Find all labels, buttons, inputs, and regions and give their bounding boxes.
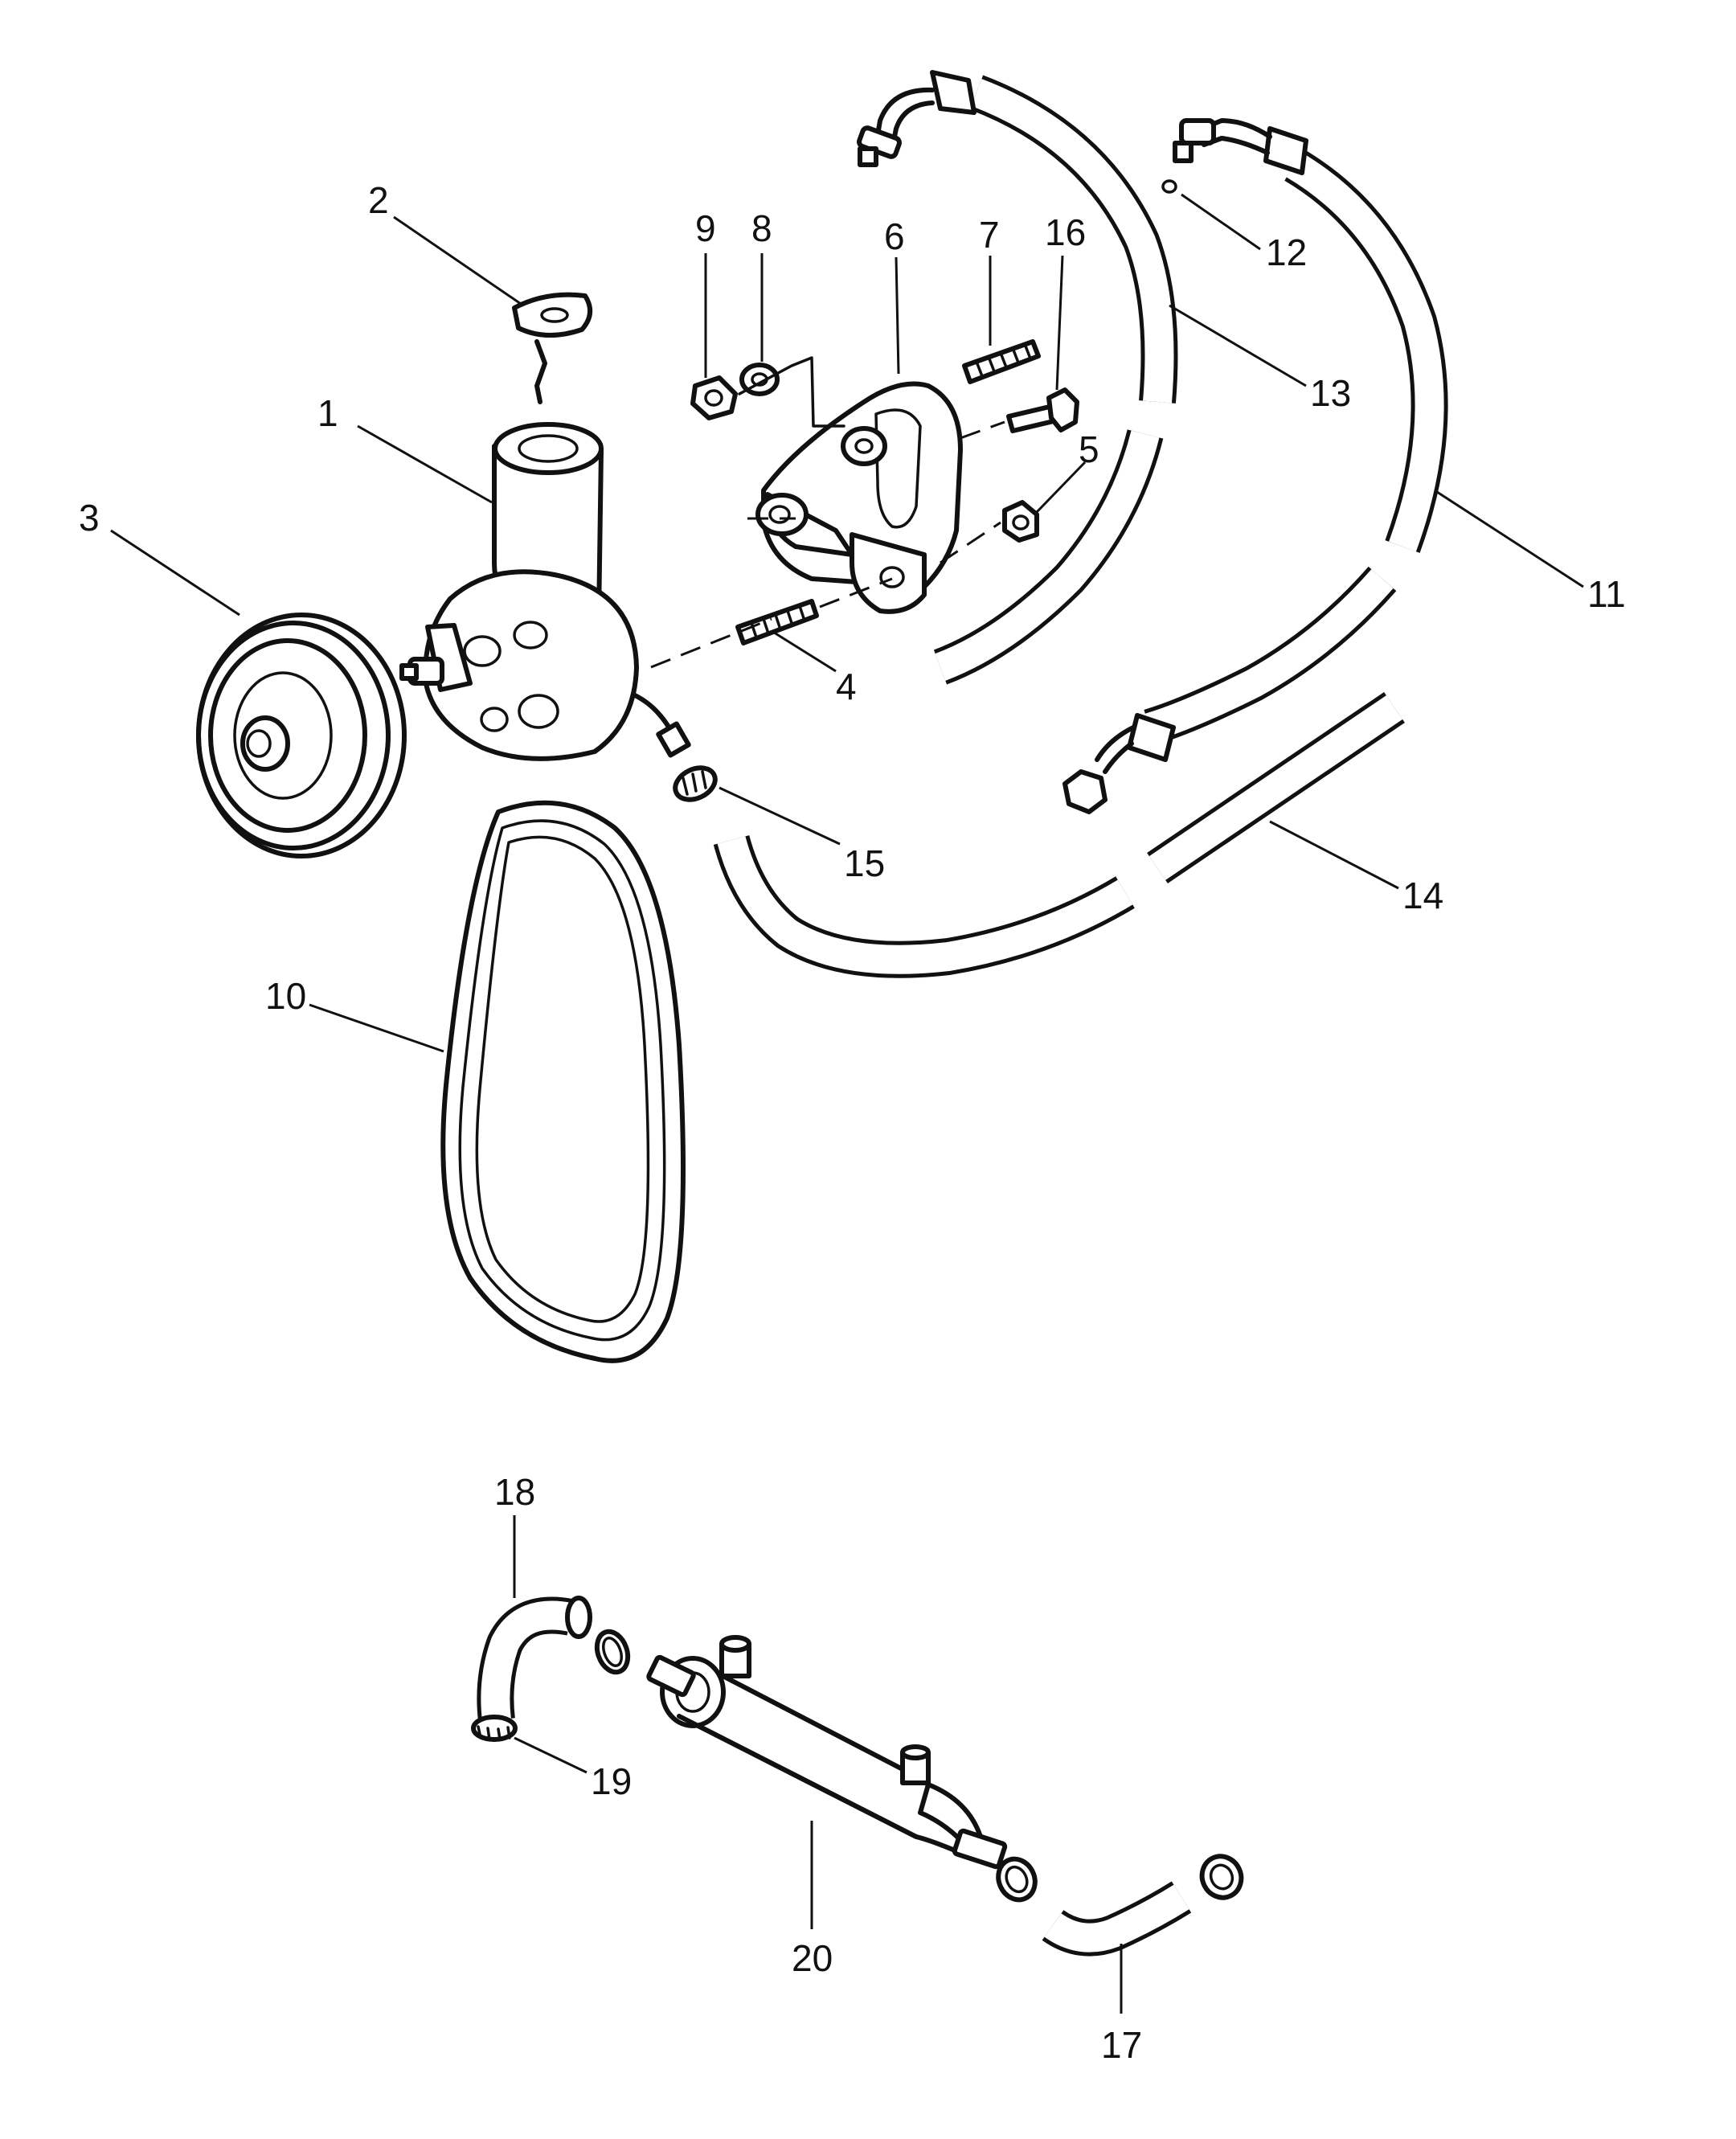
callout-13: 13 — [1310, 372, 1351, 414]
callout-17: 17 — [1101, 2024, 1142, 2066]
o-ring-12 — [1161, 179, 1177, 194]
clamp-lower-left — [996, 1856, 1038, 1903]
stud-4 — [735, 599, 819, 645]
elbow-hose-18 — [477, 1596, 592, 1723]
oil-cooler-20 — [646, 1635, 1008, 1870]
reservoir-cap — [512, 292, 592, 404]
callout-18: 18 — [494, 1471, 535, 1513]
callout-10: 10 — [265, 975, 306, 1017]
nut-5 — [1002, 500, 1039, 543]
bolt-16 — [1006, 387, 1079, 433]
callout-20: 20 — [792, 1937, 833, 1979]
callout-1: 1 — [317, 392, 338, 434]
callout-14: 14 — [1402, 875, 1443, 916]
callout-9: 9 — [695, 207, 716, 249]
callout-19: 19 — [591, 1760, 632, 1802]
callout-5: 5 — [1079, 428, 1099, 470]
hose-11 — [1062, 118, 1448, 814]
callout-16: 16 — [1045, 211, 1086, 253]
clamp-19 — [471, 1715, 518, 1742]
hose-17 — [1042, 1881, 1192, 1957]
hose-13 — [857, 70, 1178, 685]
clamp-upper — [594, 1629, 631, 1675]
clamp-lower-right — [1199, 1854, 1244, 1900]
stud-7 — [962, 339, 1041, 384]
callout-11: 11 — [1587, 573, 1626, 615]
callout-3: 3 — [79, 497, 100, 539]
pulley — [196, 613, 407, 858]
clamp-15 — [673, 765, 718, 802]
nut-9 — [690, 375, 738, 420]
callout-7: 7 — [979, 214, 1000, 256]
callout-2: 2 — [368, 179, 389, 221]
callout-12: 12 — [1266, 232, 1307, 273]
callout-6: 6 — [884, 215, 905, 257]
callout-labels: 1 2 3 4 5 6 7 8 9 10 11 12 13 14 15 16 1… — [79, 179, 1626, 2066]
hose-14 — [713, 691, 1405, 978]
power-steering-pump — [399, 422, 691, 761]
callout-4: 4 — [836, 666, 857, 707]
callout-15: 15 — [844, 842, 885, 884]
leader-lines — [110, 193, 1584, 2014]
callout-8: 8 — [751, 207, 772, 249]
drive-belt — [440, 800, 686, 1363]
mounting-bracket — [755, 381, 963, 614]
